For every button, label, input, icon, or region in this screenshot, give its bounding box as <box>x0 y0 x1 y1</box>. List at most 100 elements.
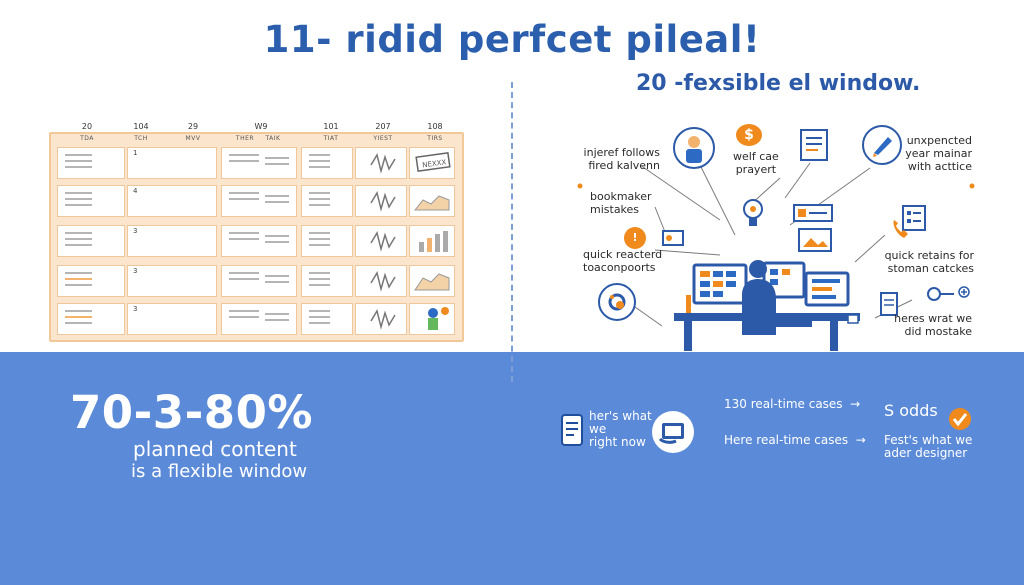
text-line <box>265 195 289 197</box>
calendar-cell <box>57 147 125 179</box>
text-line <box>229 160 260 162</box>
sketch-icon <box>370 153 396 174</box>
sketch-icon <box>370 231 396 252</box>
bottom-label-heres-what: her's what we right now <box>589 409 652 449</box>
col-number: 29 <box>187 122 199 131</box>
phone-icon <box>890 218 910 240</box>
text-line <box>309 154 330 156</box>
calendar-cell <box>127 303 217 335</box>
text-line <box>309 272 330 274</box>
sketch-icon <box>370 271 396 292</box>
text-line <box>65 272 93 274</box>
label-quick-retains: quick retains for stoman catckes <box>884 249 974 275</box>
text-line <box>309 238 330 240</box>
document-icon <box>798 128 832 164</box>
person-icon <box>673 127 715 169</box>
desk-workstation-illustration <box>672 255 862 352</box>
text-line <box>65 192 93 194</box>
text-line <box>309 192 330 194</box>
calendar-cell <box>57 265 125 297</box>
text-line <box>65 232 93 234</box>
text-line <box>229 238 260 240</box>
text-line <box>265 319 289 321</box>
svg-text:NEXXX: NEXXX <box>422 158 447 169</box>
doc-small-icon <box>880 292 898 316</box>
sketch-icon <box>370 191 396 212</box>
col-number: 207 <box>375 122 391 131</box>
text-line <box>309 198 330 200</box>
clock-icon: ! <box>624 227 646 249</box>
text-line <box>65 160 93 162</box>
text-line <box>265 313 289 315</box>
text-line <box>229 154 260 156</box>
text-line <box>229 278 260 280</box>
bottom-label-real-time-2: Here real-time cases → <box>724 433 866 447</box>
label-welf: welf cae prayert <box>733 150 779 176</box>
text-line <box>65 244 93 246</box>
text-line <box>265 281 289 283</box>
text-line <box>265 163 289 165</box>
label-injeref: injeref follows fired kalvenn <box>583 146 660 172</box>
text-line <box>309 322 330 324</box>
sketch-icon <box>370 309 396 330</box>
text-line <box>229 232 260 234</box>
label-bookmaker: bookmaker mistakes <box>590 190 652 216</box>
text-line <box>309 204 330 206</box>
row-number: 4 <box>133 187 138 195</box>
calendar-cell <box>57 185 125 217</box>
text-line <box>309 316 330 318</box>
bottom-label-fests-what: Fest's what we ader designer <box>884 433 973 460</box>
col-day: YIEST <box>373 135 393 142</box>
text-line <box>309 166 330 168</box>
calendar-cell <box>127 147 217 179</box>
calendar-cell <box>127 225 217 257</box>
text-line <box>65 154 93 156</box>
subtitle-line-1: planned content <box>133 437 297 461</box>
text-line <box>65 198 93 200</box>
center-divider <box>511 82 513 382</box>
calendar-cell <box>301 265 353 297</box>
lightbulb-icon <box>740 197 766 231</box>
bottom-label-odds: S odds <box>884 401 938 420</box>
area-chart-icon <box>414 273 450 291</box>
text-line <box>265 201 289 203</box>
label-quick-reacterd: quick reacterd toaconpoorts <box>583 248 663 274</box>
col-day: MVV <box>185 135 201 142</box>
text-line <box>65 238 93 240</box>
col-number: 101 <box>323 122 339 131</box>
dollar-icon: $ <box>736 124 762 146</box>
stamp-icon: NEXXX <box>415 151 451 173</box>
bottom-band <box>0 352 1024 585</box>
text-line <box>309 160 330 162</box>
col-number: W9 <box>254 122 268 131</box>
row-number: 1 <box>133 149 138 157</box>
bottom-label-real-time-1: 130 real-time cases → <box>724 397 861 411</box>
text-line <box>65 204 93 206</box>
col-number: 20 <box>81 122 93 131</box>
col-day: TIRS <box>427 135 443 142</box>
tablet-hand-icon <box>652 411 694 453</box>
calendar-cell <box>355 225 407 257</box>
text-line <box>229 316 260 318</box>
calendar-cell <box>57 225 125 257</box>
calendar-cell <box>127 185 217 217</box>
col-number: 104 <box>133 122 149 131</box>
row-number: 3 <box>133 305 138 313</box>
text-line <box>309 232 330 234</box>
text-line <box>309 244 330 246</box>
calendar-cell <box>355 147 407 179</box>
text-line <box>229 198 260 200</box>
right-title: 20 -fexsible el window. <box>636 71 921 96</box>
key-icon <box>924 284 972 304</box>
pencil-icon <box>862 125 902 165</box>
phone-checklist-icon <box>561 414 583 446</box>
gear-icon <box>598 283 636 321</box>
text-line <box>229 192 260 194</box>
infographic-lines <box>577 162 975 327</box>
calendar-header: 20 104 29 W9 101 207 108 TDA TCH MVV THE… <box>49 120 464 148</box>
text-line <box>309 278 330 280</box>
image-icon <box>798 228 832 252</box>
label-heres-what: heres wrat we did mostake <box>894 312 972 338</box>
checkmark-icon <box>948 407 972 431</box>
